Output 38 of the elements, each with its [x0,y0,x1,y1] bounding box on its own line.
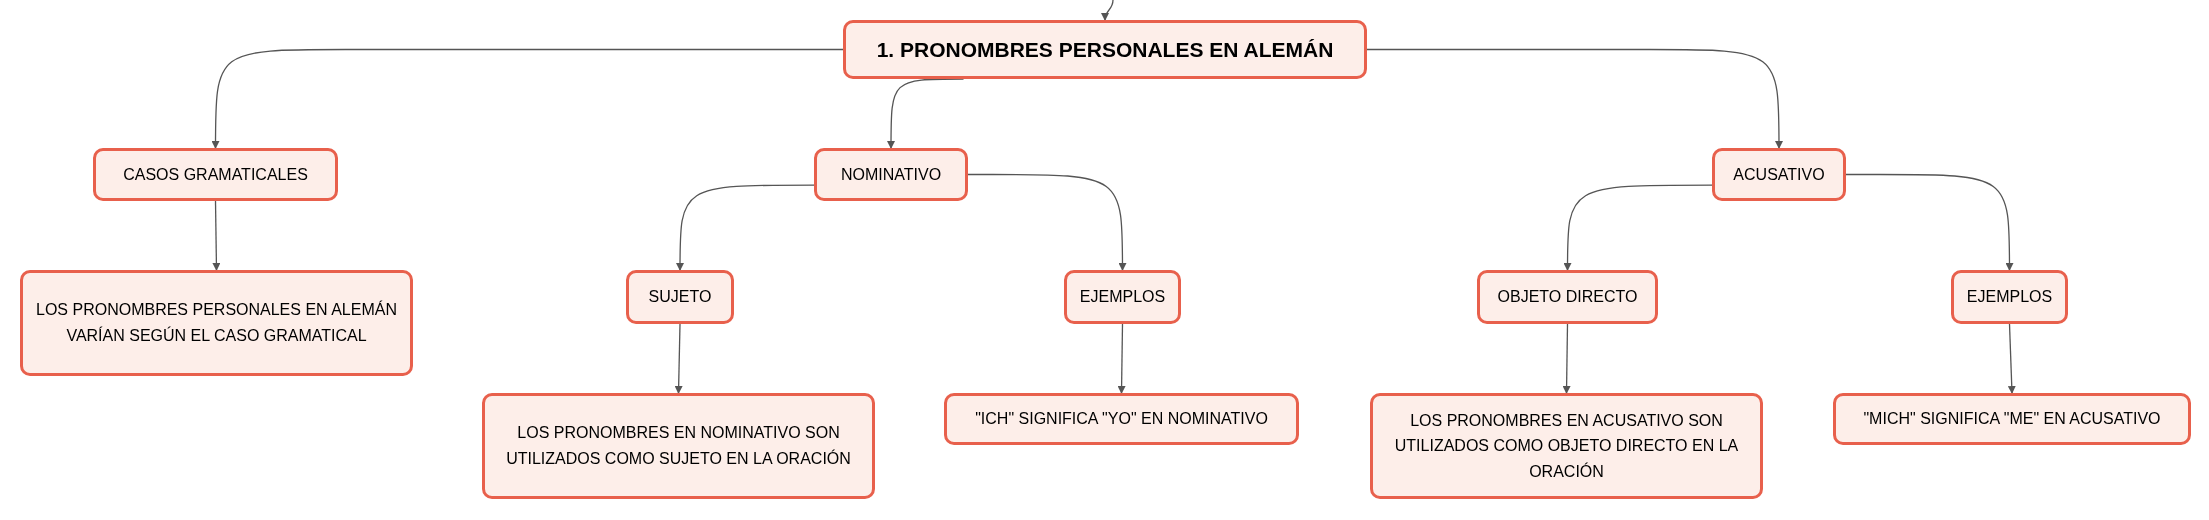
connector-arrow [1845,173,2014,271]
connector-arrow [211,48,844,149]
topic-text: EJEMPLOS [1966,287,2053,308]
connector-arrow [967,173,1127,271]
topic-box [1477,270,1658,324]
topic-text: "MICH" SIGNIFICA "ME" EN ACUSATIVO [1863,409,2161,430]
topic-text: CASOS GRAMATICALES [123,164,308,185]
topic-text: LOS PRONOMBRES EN NOMINATIVO SON UTILIZADOS COMO SUJETO EN LA ORACIÓN [505,423,852,469]
topic-text: EJEMPLOS [1079,287,1166,308]
topic-box [944,393,1299,445]
connector-arrow [1101,0,1114,21]
connector-arrow [676,184,815,271]
topic-box [814,148,968,201]
connector-arrow [1562,323,1571,394]
connector-arrow [1366,48,1783,149]
connector-arrow [2007,323,2016,394]
topic-box [482,393,875,499]
topic-box [1370,393,1763,499]
connector-arrow [212,200,221,271]
topic-box [20,270,413,376]
topic-text: NOMINATIVO [840,164,942,185]
topic-box [93,148,338,201]
topic-text: LOS PRONOMBRES PERSONALES EN ALEMÁN VARÍAN SEGÚN EL CASO GRAMATICAL [35,299,398,346]
connector-arrow [1117,323,1126,394]
topic-box [1951,270,2068,324]
topic-text: 1. PRONOMBRES PERSONALES EN ALEMÁN [876,36,1334,63]
topic-text: "ICH" SIGNIFICA "YO" EN NOMINATIVO [975,409,1268,430]
topic-box [626,270,734,324]
topic-text: LOS PRONOMBRES EN ACUSATIVO SON UTILIZADOS COMO OBJETO DIRECTO EN LA ORACIÓN [1393,410,1740,482]
topic-text: SUJETO [648,287,712,308]
topic-text: ACUSATIVO [1733,164,1825,185]
topic-box [1833,393,2191,445]
topic-box [1712,148,1846,201]
topic-text: OBJETO DIRECTO [1497,287,1638,308]
connector-arrow [674,323,683,394]
central-topic-box [843,20,1367,79]
connector-arrow [1563,184,1713,271]
topic-box [1064,270,1181,324]
